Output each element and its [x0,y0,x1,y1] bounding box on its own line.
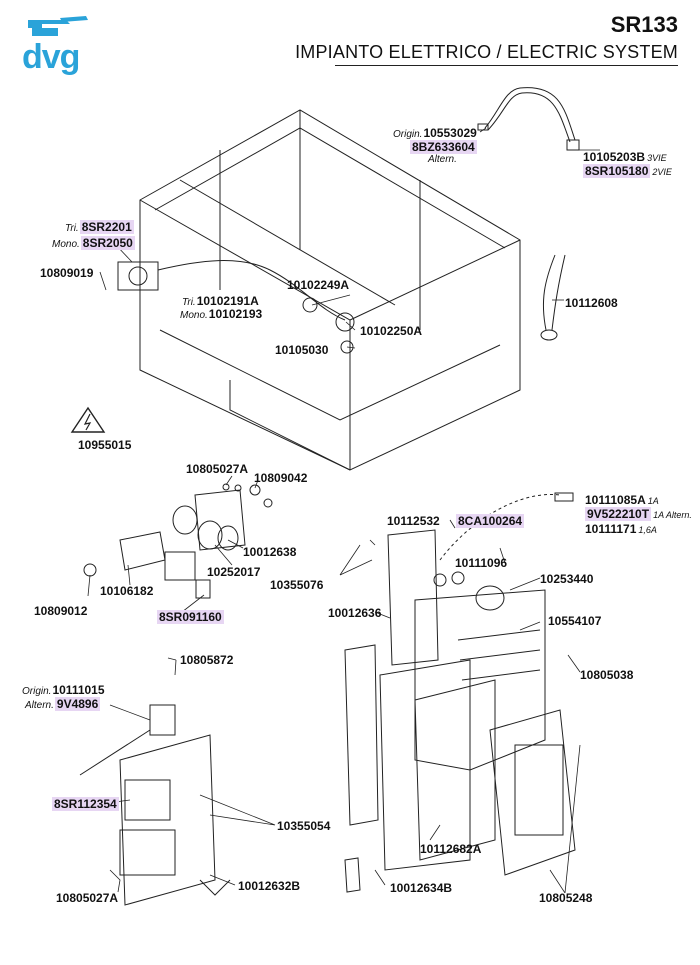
fuse-path [439,493,561,561]
part-label-10554107: 10554107 [548,614,602,628]
part-label-10805872: 10805872 [180,653,234,667]
part-label-10111015: Origin.10111015 [22,683,105,697]
relay-mounting-plate [79,704,231,906]
page-title: IMPIANTO ELETTRICO / ELECTRIC SYSTEM [295,42,678,62]
part-label-10355076: 10355076 [270,578,324,592]
part-label-10809042: 10809042 [254,471,308,485]
part-label-10805038: 10805038 [580,668,634,682]
cable-harness-top [477,87,580,151]
part-label-10102250A: 10102250A [360,324,423,338]
part-label-10955015: 10955015 [78,438,132,452]
model-code: SR133 [610,12,678,37]
fuse-icon [554,492,574,502]
part-label-10805027A-top: 10805027A [186,462,249,476]
part-label-10102191A: Tri.10102191A [182,294,259,308]
part-label-10012638: 10012638 [243,545,297,559]
chassis-frame [139,109,521,471]
part-label-10112532: 10112532 [387,514,440,528]
part-label-8SR091160: 8SR091160 [157,610,224,624]
part-label-10012636: 10012636 [328,606,382,620]
cable-10112608 [540,254,566,341]
part-label-10355054: 10355054 [277,819,331,833]
electrical-box [344,529,576,893]
title-rule [335,65,678,66]
alternative-note: Altern. [428,154,457,165]
part-label-8CA100264: 8CA100264 [456,514,525,528]
selector-switch-8SR2201 [117,260,346,321]
part-label-10012634B: 10012634B [390,881,453,895]
part-label-10809019: 10809019 [40,266,94,280]
part-label-9V4896: Altern.9V4896 [25,697,101,711]
part-label-10106182: 10106182 [100,584,154,598]
part-label-10253440: 10253440 [540,572,594,586]
part-label-10809012: 10809012 [34,604,88,618]
faucet-logo-icon [28,16,88,36]
part-label-10112682A: 10112682A [420,842,482,856]
motor-capacitor-group [83,483,273,599]
leader-lines [87,127,600,894]
part-label-10112608: 10112608 [565,296,618,310]
part-label-10012632B: 10012632B [238,879,301,893]
brand-logo: dvg [22,38,80,76]
part-label-10111096: 10111096 [455,556,508,570]
part-label-8SR112354: 8SR112354 [52,797,119,811]
part-label-10805248: 10805248 [539,891,593,905]
part-label-8SR2050: Mono.8SR2050 [52,236,135,250]
warning-triangle-icon [70,406,106,433]
part-label-10102249A: 10102249A [287,278,350,292]
part-label-10102193: Mono.10102193 [180,307,263,321]
part-label-10805027A-bottom: 10805027A [56,891,119,905]
part-label-10553029: Origin.10553029 [393,126,477,140]
part-label-10252017: 10252017 [207,565,261,579]
part-label-8SR2201: Tri.8SR2201 [65,220,134,234]
part-label-10105030: 10105030 [275,343,329,357]
part-label-8BZ633604: 8BZ633604 [410,140,477,154]
